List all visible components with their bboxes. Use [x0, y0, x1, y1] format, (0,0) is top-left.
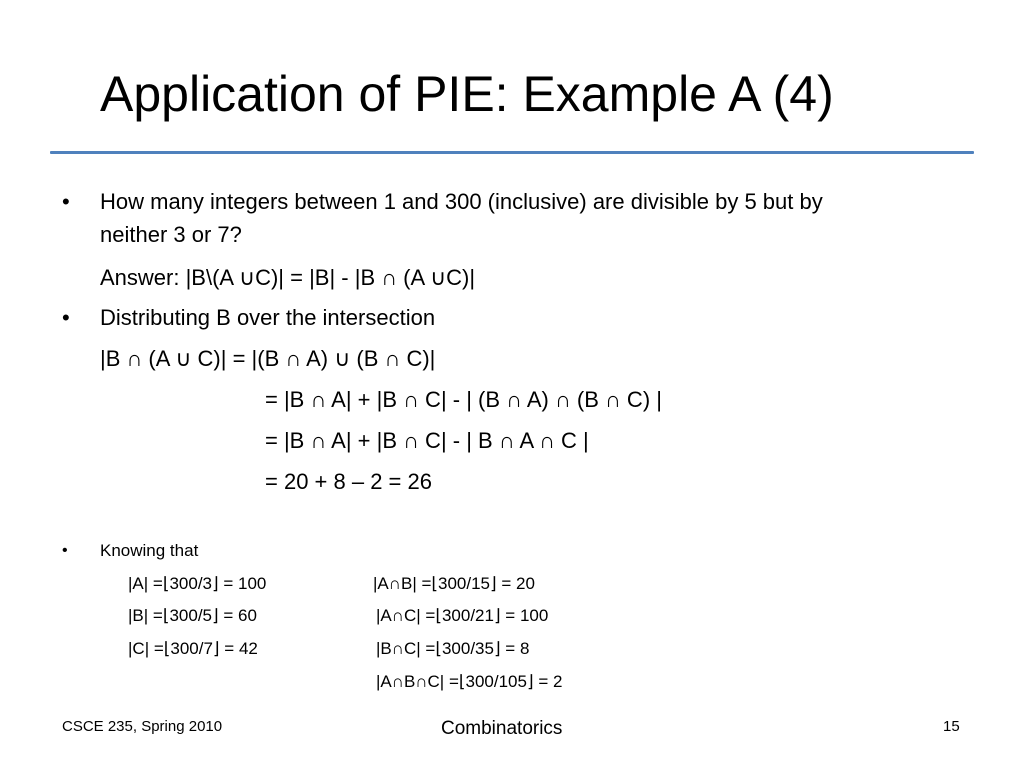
- bullet2-eq2: = |B ∩ A| + |B ∩ C| - | (B ∩ A) ∩ (B ∩ C…: [265, 387, 662, 412]
- slide-title: Application of PIE: Example A (4): [100, 66, 834, 122]
- pie-row-2-left: |B| =⌊300/5⌋ = 60: [128, 606, 257, 625]
- pie-row-3-right: |B∩C| =⌊300/35⌋ = 8: [376, 639, 530, 658]
- bullet-dot-1: •: [62, 189, 70, 214]
- bullet3-text: Knowing that: [100, 541, 199, 560]
- pie-row-4-right: |A∩B∩C| =⌊300/105⌋ = 2: [376, 672, 563, 691]
- bullet2-text: Distributing B over the intersection: [100, 305, 436, 330]
- footer-page-number: 15: [943, 718, 960, 735]
- pie-row-1-right: |A∩B| =⌊300/15⌋ = 20: [373, 574, 535, 593]
- bullet1-answer: Answer: |B\(A ∪C)| = |B| - |B ∩ (A ∪C)|: [100, 265, 476, 290]
- bullet1-line1: How many integers between 1 and 300 (inc…: [100, 189, 823, 214]
- bullet2-eq4: = 20 + 8 – 2 = 26: [265, 469, 432, 494]
- pie-row-1-left: |A| =⌊300/3⌋ = 100: [128, 574, 267, 593]
- title-underline: [50, 151, 974, 154]
- bullet-dot-3: •: [62, 542, 68, 559]
- footer-topic: Combinatorics: [441, 718, 563, 739]
- footer-course: CSCE 235, Spring 2010: [62, 718, 223, 735]
- pie-row-2-right: |A∩C| =⌊300/21⌋ = 100: [376, 606, 549, 625]
- bullet2-eq3: = |B ∩ A| + |B ∩ C| - | B ∩ A ∩ C |: [265, 428, 589, 453]
- bullet2-eq1: |B ∩ (A ∪ C)| = |(B ∩ A) ∪ (B ∩ C)|: [100, 346, 436, 371]
- bullet-dot-2: •: [62, 305, 70, 330]
- bullet1-line2: neither 3 or 7?: [100, 222, 242, 247]
- pie-row-3-left: |C| =⌊300/7⌋ = 42: [128, 639, 258, 658]
